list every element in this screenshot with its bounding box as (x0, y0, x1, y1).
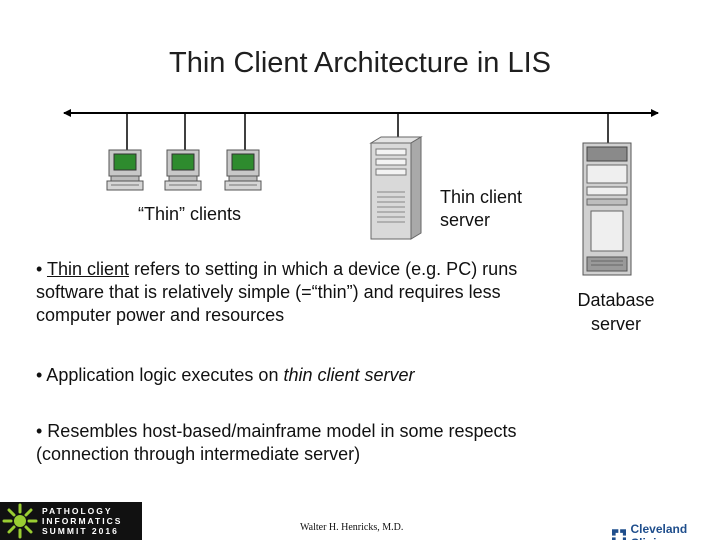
bullet-thin-client-definition: • Thin client refers to setting in which… (36, 258, 536, 327)
author-credit: Walter H. Henricks, M.D. (300, 522, 404, 533)
slide-title: Thin Client Architecture in LIS (168, 47, 551, 79)
label-database-server-line1: Database (577, 290, 655, 310)
bullet-marker: • (36, 259, 47, 279)
bullet-italic-term: thin client server (283, 365, 415, 385)
label-database-server: Database server (571, 288, 661, 336)
bullet-text: refers to setting in which a device (e.g… (36, 259, 518, 325)
label-database-server-line2: server (590, 314, 641, 334)
bullet-mainframe-model: • Resembles host-based/mainframe model i… (36, 421, 517, 464)
logo-line: PATHOLOGY (42, 506, 113, 516)
bullet-text: • Application logic executes on (36, 365, 284, 385)
thin-client-term: Thin client (46, 259, 130, 279)
cleveland-clinic-mark-icon (612, 528, 627, 540)
starburst-icon (2, 503, 38, 539)
rack-server-icon (582, 142, 632, 276)
label-thin-client-server: Thin client server (440, 186, 522, 232)
client-computer-icon (224, 149, 262, 191)
cleveland-clinic-name: Cleveland Clinic (630, 522, 688, 540)
label-thin-clients: “Thin” clients (138, 204, 242, 224)
logo-line: SUMMIT 2016 (42, 526, 119, 536)
pathology-informatics-summit-logo: PATHOLOGY INFORMATICS SUMMIT 2016 (0, 502, 142, 540)
tower-server-icon (369, 136, 423, 240)
logo-line: INFORMATICS (42, 516, 123, 526)
bullet-application-logic: • Application logic executes on thin cli… (36, 364, 536, 387)
client-computer-icon (164, 149, 202, 191)
cleveland-clinic-logo: Cleveland Clinic (612, 522, 720, 540)
label-thin-client-server-line2: server (440, 210, 491, 230)
logo-wordmark: PATHOLOGY INFORMATICS SUMMIT 2016 (42, 506, 122, 536)
label-thin-client-server-line1: Thin client (440, 187, 523, 207)
client-computer-icon (106, 149, 144, 191)
